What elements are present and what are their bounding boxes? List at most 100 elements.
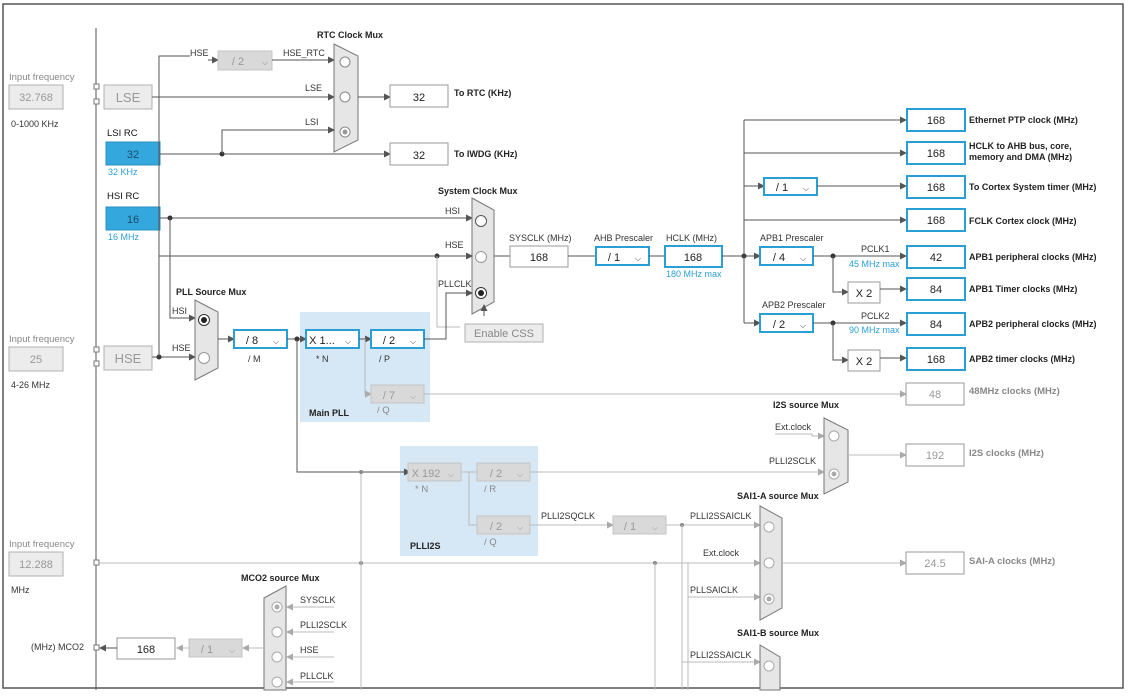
hse-source-box[interactable] [103, 345, 153, 371]
output-box[interactable] [906, 245, 966, 269]
apb1-label: APB1 Prescaler [760, 233, 824, 243]
rtc-mux-radio-lse[interactable] [339, 91, 351, 103]
i2s-ext-label: Ext.clock [775, 422, 812, 432]
output-box[interactable] [906, 312, 966, 336]
mco2-radio-pllclk[interactable] [271, 676, 283, 688]
canvas-frame [2, 3, 1124, 689]
output-value: 168 [927, 148, 945, 160]
output-box[interactable] [906, 208, 966, 232]
chevron-down-icon: ⌵ [273, 337, 279, 346]
hse-range: 4-26 MHz [11, 380, 51, 390]
clk48-label: 48MHz clocks (MHz) [969, 386, 1060, 397]
sai-a-value: 24.5 [924, 558, 945, 570]
rtc-out-label: To RTC (KHz) [454, 88, 511, 98]
ext-freq-input[interactable] [8, 551, 64, 577]
i2s-radio-ext[interactable] [828, 430, 840, 442]
i2s-ext-line [775, 432, 825, 440]
sai-b-title: SAI1-B source Mux [737, 628, 819, 638]
rtc-out-box [389, 84, 449, 108]
output-label: APB1 peripheral clocks (MHz) [969, 252, 1097, 262]
apb1-value: / 4 [773, 252, 785, 264]
chevron-down-icon: ⌵ [652, 523, 658, 532]
pll-q-in-line [364, 339, 372, 398]
output-fclk: 168 FCLK Cortex clock (MHz) [906, 208, 1077, 232]
output-value: 84 [930, 284, 942, 296]
lse-source-label: LSE [116, 90, 141, 105]
mco2-radio-sysclk-dot [274, 604, 280, 610]
apb1-timer-mult-box [847, 281, 881, 304]
lse-freq-value: 32.768 [19, 92, 53, 104]
lsi-value: 32 [127, 149, 139, 161]
pll-m-label: / M [248, 354, 261, 364]
chevron-down-icon: ⌵ [803, 184, 809, 193]
output-box[interactable] [906, 108, 966, 132]
output-hclk-ahb: 168 HCLK to AHB bus, core, memory and DM… [906, 141, 1072, 165]
mco2-radio-hse[interactable] [271, 651, 283, 663]
pclk2-max: 90 MHz max [849, 325, 900, 335]
chevron-down-icon: ⌵ [448, 470, 454, 479]
enable-css-button[interactable] [464, 323, 544, 343]
plli2s-bus-junction [359, 470, 363, 474]
output-label: APB2 timer clocks (MHz) [969, 354, 1075, 364]
mco2-in2: PLLI2SCLK [300, 620, 347, 630]
hse-source-label: HSE [115, 351, 142, 366]
mco2-radio-plli2s[interactable] [271, 626, 283, 638]
sai-a-radio-1[interactable] [763, 521, 775, 533]
pclk1-label: PCLK1 [861, 244, 890, 254]
hclk-value: 168 [684, 252, 702, 264]
plli2s-q-in-line [468, 472, 477, 526]
output-box[interactable] [906, 141, 966, 165]
sai-a-label: SAI-A clocks (MHz) [969, 556, 1055, 567]
plli2s-q-label: / Q [484, 537, 497, 548]
output-box[interactable] [906, 347, 966, 371]
i2s-plli2sclk-label: PLLI2SCLK [769, 456, 816, 466]
hclk-max: 180 MHz max [666, 269, 722, 279]
iwdg-value: 32 [413, 150, 425, 162]
pll-p-label: / P [379, 354, 390, 364]
hsi-pll-line [169, 218, 196, 322]
hse-freq-input[interactable] [8, 346, 64, 372]
plli2s-n-value: X 192 [412, 468, 441, 480]
apb2-timer-line [832, 323, 849, 364]
chevron-down-icon: ⌵ [345, 337, 351, 346]
sai-a-in1: PLLI2SSAICLK [690, 511, 752, 521]
lse-freq-input[interactable] [8, 84, 64, 110]
sai-a-in3: PLLSAICLK [690, 585, 738, 595]
plli2sqclk-label: PLLI2SQCLK [541, 511, 595, 521]
plli2s-title: PLLI2S [410, 541, 441, 551]
pclk2-label: PCLK2 [861, 311, 890, 321]
pclk1-max: 45 MHz max [849, 259, 900, 269]
pll-src-radio-hse[interactable] [198, 352, 210, 364]
output-value: 168 [927, 354, 945, 366]
apb2-value: / 2 [773, 319, 785, 331]
output-value: 168 [927, 215, 945, 227]
i2s-source-mux [823, 417, 849, 495]
rtc-hse-rtc-label: HSE_RTC [283, 48, 325, 58]
pllclk-line [424, 289, 473, 340]
output-box[interactable] [906, 175, 966, 199]
pll-n-label: * N [316, 354, 329, 364]
rtc-mux-title: RTC Clock Mux [317, 30, 383, 40]
sysmux-radio-hse[interactable] [475, 251, 487, 263]
output-box[interactable] [906, 277, 966, 301]
pll-src-radio-hsi-dot [201, 317, 207, 323]
sai-a-radio-2[interactable] [763, 557, 775, 569]
output-value: 84 [930, 319, 942, 331]
rtc-mux-radio-hse[interactable] [339, 56, 351, 68]
sysclk-value: 168 [530, 252, 548, 264]
chevron-down-icon: ⌵ [635, 254, 641, 263]
sai-a-in2: Ext.clock [703, 548, 740, 558]
sysmux-radio-hsi[interactable] [475, 215, 487, 227]
chevron-down-icon: ⌵ [410, 337, 416, 346]
output-value: 168 [927, 182, 945, 194]
apb2-label: APB2 Prescaler [762, 300, 826, 310]
sai-a-radio-3-dot [766, 596, 772, 602]
output-apb2-periph: 84 APB2 peripheral clocks (MHz) [906, 312, 1097, 336]
lse-source-box[interactable] [103, 84, 153, 110]
pll-m-value: / 8 [246, 335, 258, 347]
sai-b-radio-1[interactable] [763, 660, 775, 672]
output-value: 42 [930, 252, 942, 264]
hsi-freq: 16 MHz [108, 232, 140, 242]
lsi-freq: 32 KHz [108, 167, 138, 177]
